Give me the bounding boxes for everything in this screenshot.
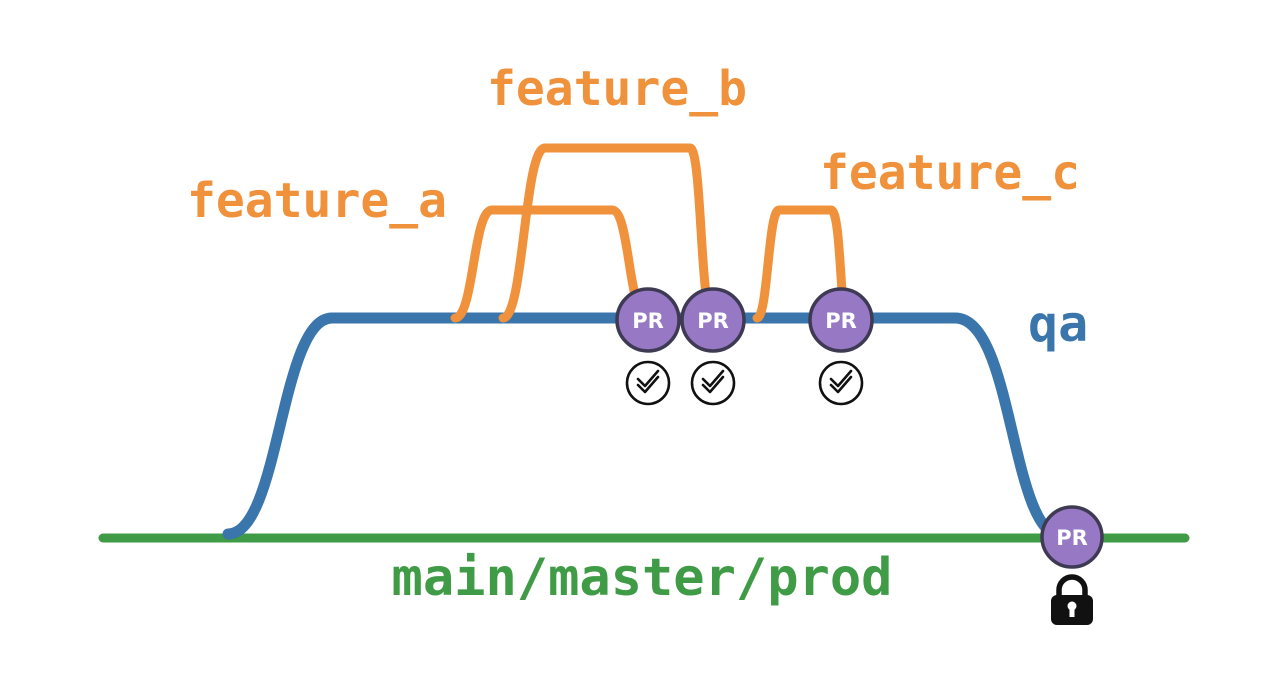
feature-a-label: feature_a (187, 173, 447, 229)
pr-badge-feature-b: PR (680, 287, 746, 353)
pr-badge-qa-to-main: PR (1040, 505, 1104, 569)
pr-badge-label: PR (632, 309, 664, 333)
pr-badge-circle (1040, 505, 1104, 569)
check-mark-top (829, 369, 853, 388)
checks-passed-icon (690, 360, 736, 406)
pr-badge-circle (808, 287, 874, 353)
check-mark-bottom (829, 375, 853, 394)
feature-c-label: feature_c (820, 145, 1080, 201)
main-label: main/master/prod (392, 548, 893, 608)
qa-label: qa (1028, 295, 1088, 353)
check-mark-top (701, 369, 725, 388)
lock-icon (1051, 574, 1093, 625)
pr-badge-feature-c: PR (808, 287, 874, 353)
lock-keyhole-slot (1069, 607, 1075, 617)
feature-b-branch-line (498, 143, 717, 323)
pr-badge-feature-a: PR (615, 287, 681, 353)
feature-c-branch-line (752, 205, 851, 323)
checks-passed-icon (818, 360, 864, 406)
check-mark-bottom (701, 375, 725, 394)
check-mark-top (636, 369, 660, 388)
checks-passed-icon (625, 360, 671, 406)
pr-badge-circle (680, 287, 746, 353)
pr-badge-circle (615, 287, 681, 353)
check-mark-bottom (636, 375, 660, 394)
feature-b-label: feature_b (487, 61, 747, 117)
feature-a-branch-line (450, 205, 651, 323)
lock-shackle (1056, 574, 1088, 598)
pr-badge-label: PR (697, 309, 729, 333)
pr-badge-label: PR (1056, 526, 1088, 550)
pr-badge-label: PR (825, 309, 857, 333)
qa-branch-line (222, 312, 1068, 542)
